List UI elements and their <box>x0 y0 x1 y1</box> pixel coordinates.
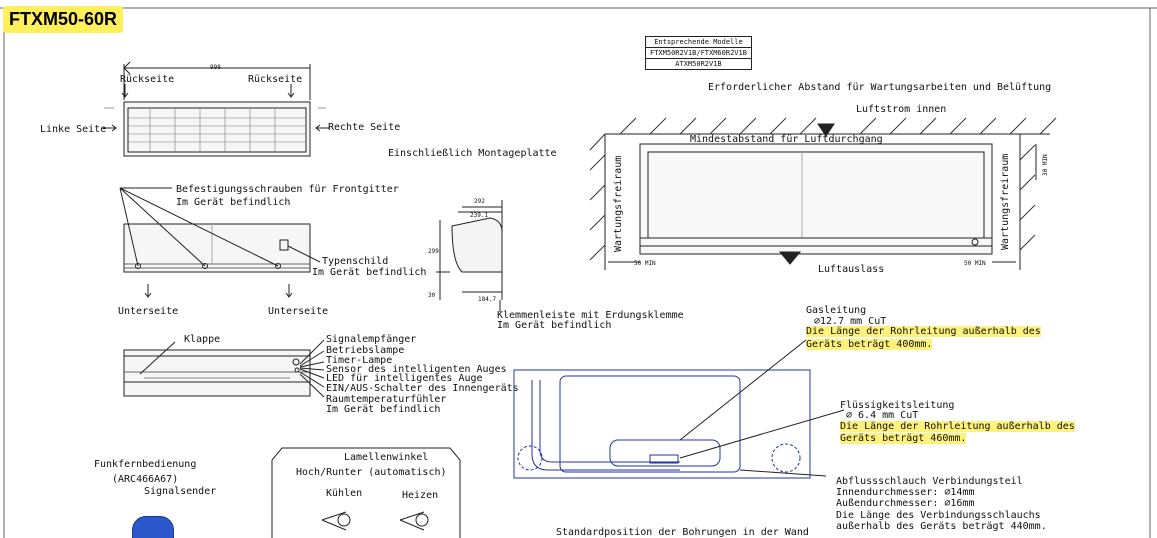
gas-label-1: Gasleitung <box>806 305 867 316</box>
models-row-1: FTXM50R2V1B/FTXM60R2V1B <box>646 48 751 59</box>
screws-label-2: Im Gerät befindlich <box>176 197 291 208</box>
dim-184-7: 184.7 <box>478 296 497 303</box>
models-row-2: ATXM50R2V1B <box>675 60 722 68</box>
label-led-auge: LED für intelligentes Auge <box>326 373 483 384</box>
clearance-luftstrom: Luftstrom innen <box>856 104 947 115</box>
liquid-label-3: Die Länge der Rohrleitung außerhalb des <box>840 421 1075 432</box>
louver-label-1: Lamellenwinkel <box>344 452 429 463</box>
klemmen-label-2: Im Gerät befindlich <box>497 320 612 331</box>
clearance-wartung-right: Wartungsfreiraum <box>1000 153 1011 250</box>
gas-label-2: ⌀12.7 mm CuT <box>814 316 887 327</box>
drain-label-2: Innendurchmesser: ⌀14mm <box>836 487 975 498</box>
gas-label-3: Die Länge der Rohrleitung außerhalb des <box>806 326 1041 337</box>
remote-control-icon <box>132 516 174 538</box>
models-header: Entsprechende Modelle <box>646 37 751 48</box>
clearance-min50-right: 50 MIN <box>964 260 986 267</box>
clearance-mindest: Mindestabstand für Luftdurchgang <box>690 134 883 145</box>
dim-30: 30 <box>428 292 436 299</box>
liquid-label-1: Flüssigkeitsleitung <box>840 400 955 411</box>
dim-299: 299 <box>428 248 439 255</box>
label-rechte-seite: Rechte Seite <box>328 122 401 133</box>
screws-label-1: Befestigungsschrauben für Frontgitter <box>176 184 399 195</box>
typenschild-label-1: Typenschild <box>322 256 389 267</box>
clearance-wartung-left: Wartungsfreiraum <box>613 155 624 252</box>
dim-239-1: 239.1 <box>470 212 489 219</box>
klemmen-label-1: Klemmenleiste mit Erdungsklemme <box>497 310 684 321</box>
label-linke-seite: Linke Seite <box>40 124 107 135</box>
label-raumtemperaturfuehler: Raumtemperaturfühler <box>326 394 447 405</box>
drain-label-3: Außendurchmesser: ⌀16mm <box>836 498 975 509</box>
standard-position-label: Standardposition der Bohrungen in der Wa… <box>556 527 809 538</box>
liquid-label-2: ⌀ 6.4 mm CuT <box>846 410 919 421</box>
remote-label-2: (ARC466A67) <box>112 474 179 485</box>
label-unterseite-right: Unterseite <box>268 306 329 317</box>
label-rueckseite-right: Rückseite <box>248 74 303 85</box>
typenschild-label-2: Im Gerät befindlich <box>312 267 427 278</box>
label-montageplatte: Einschließlich Montageplatte <box>388 148 557 159</box>
models-table: Entsprechende Modelle FTXM50R2V1B/FTXM60… <box>645 36 752 70</box>
label-timer-lampe: Timer-Lampe <box>326 355 393 366</box>
remote-label-3: Signalsender <box>144 486 217 497</box>
dim-width: 998 <box>210 64 221 71</box>
clearance-luftauslass: Luftauslass <box>818 264 885 275</box>
label-ein-aus-schalter: EIN/AUS-Schalter des Innengeräts <box>326 383 519 394</box>
dim-292: 292 <box>474 198 485 205</box>
gas-label-4: Geräts beträgt 400mm. <box>806 339 933 350</box>
louver-label-2: Hoch/Runter (automatisch) <box>296 467 447 478</box>
label-sensor-auge: Sensor des intelligenten Auges <box>326 364 507 375</box>
model-title: FTXM50-60R <box>3 6 124 33</box>
clearance-title: Erforderlicher Abstand für Wartungsarbei… <box>708 82 1052 93</box>
clearance-min30: 30 MIN <box>1042 154 1049 176</box>
drain-label-4: Die Länge des Verbindungsschlauchs <box>836 510 1041 521</box>
label-klappe: Klappe <box>184 334 221 345</box>
drain-label-5: außerhalb des Geräts beträgt 440mm. <box>836 521 1047 532</box>
label-signalempfaenger: Signalempfänger <box>326 334 417 345</box>
label-unterseite-left: Unterseite <box>118 306 179 317</box>
clearance-min50-left: 50 MIN <box>634 260 656 267</box>
louver-cool: Kühlen <box>326 488 363 499</box>
louver-heat: Heizen <box>402 490 439 501</box>
remote-label-1: Funkfernbedienung <box>94 459 197 470</box>
label-betriebslampe: Betriebslampe <box>326 345 405 356</box>
drain-label-1: Abflussschlauch Verbindungsteil <box>836 476 1023 487</box>
label-rueckseite-left: Rückseite <box>120 74 175 85</box>
liquid-label-4: Geräts beträgt 460mm. <box>840 433 967 444</box>
label-im-geraet: Im Gerät befindlich <box>326 404 441 415</box>
